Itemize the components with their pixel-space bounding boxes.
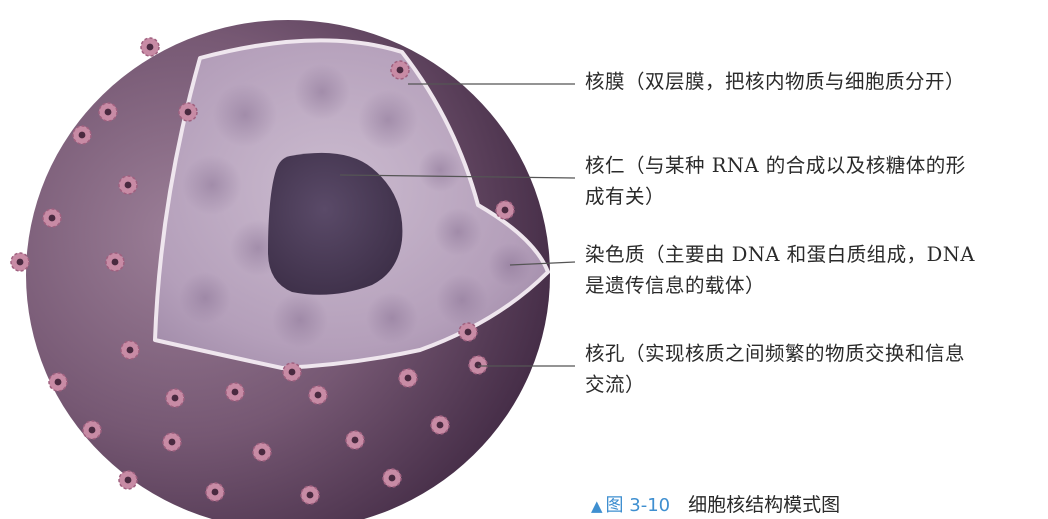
figure-caption: ▲图 3-10 细胞核结构模式图 xyxy=(591,493,840,518)
label-line: 交流） xyxy=(585,373,646,396)
label-line: 是遗传信息的载体） xyxy=(585,274,766,297)
leader-chromatin xyxy=(509,261,576,266)
envelope-cut-rim xyxy=(153,38,550,370)
label-chromatin: 染色质（主要由 DNA 和蛋白质组成，DNA 是遗传信息的载体） xyxy=(585,239,975,301)
label-nuclear-envelope: 核膜（双层膜，把核内物质与细胞质分开） xyxy=(585,66,965,97)
caption-figure-number: 图 3-10 xyxy=(605,495,671,516)
label-nuclear-pore: 核孔（实现核质之间频繁的物质交换和信息 交流） xyxy=(585,338,965,400)
caption-triangle-icon: ▲ xyxy=(591,497,603,515)
label-line: 核孔（实现核质之间频繁的物质交换和信息 xyxy=(585,342,966,365)
leader-lines xyxy=(339,83,576,367)
label-line: 染色质（主要由 DNA 和蛋白质组成，DNA xyxy=(585,243,975,266)
label-line: 核仁（与某种 RNA 的合成以及核糖体的形 xyxy=(585,154,966,177)
nucleolus xyxy=(268,152,403,295)
label-nucleolus: 核仁（与某种 RNA 的合成以及核糖体的形 成有关） xyxy=(585,150,966,212)
label-line: 成有关） xyxy=(585,185,666,208)
caption-title: 细胞核结构模式图 xyxy=(688,494,841,516)
label-line: 核膜（双层膜，把核内物质与细胞质分开） xyxy=(585,70,966,93)
leader-nucleolus xyxy=(339,174,576,179)
